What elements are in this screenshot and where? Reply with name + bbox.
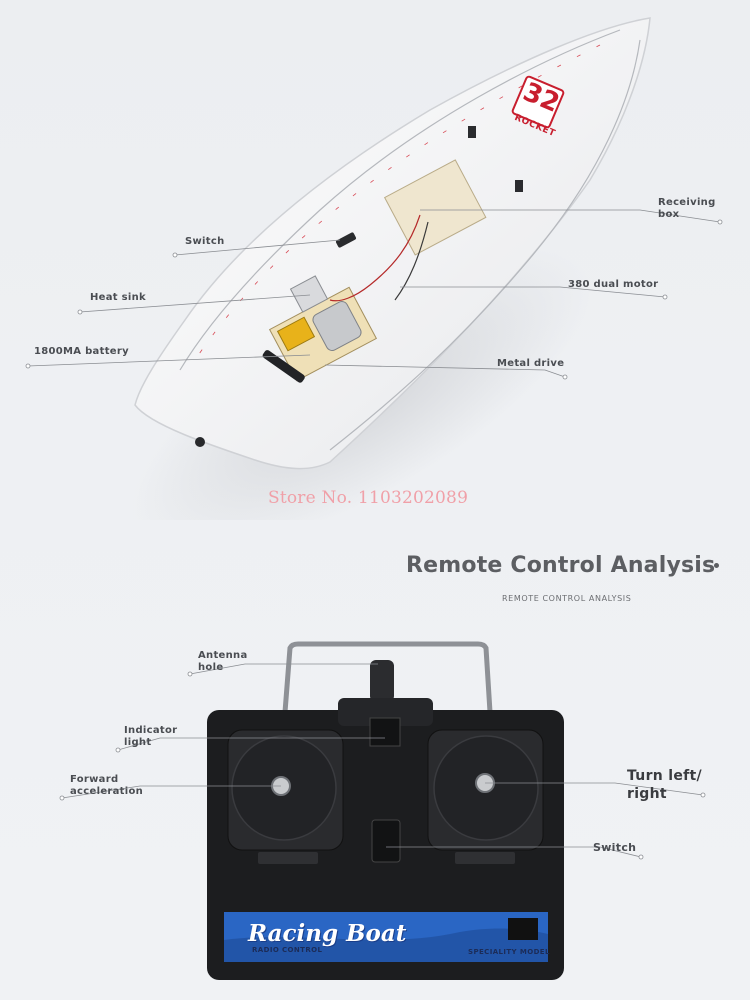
boat-cabin-hatch	[383, 159, 487, 256]
bow-fitting-2	[515, 180, 523, 192]
rudder-bar	[262, 350, 305, 383]
banner-title: Racing Boat	[248, 920, 407, 947]
remote-callout-lines	[59, 663, 706, 860]
callout-turn: Turn left/ right	[627, 768, 702, 802]
indicator-window	[369, 717, 401, 747]
switch-part	[335, 232, 357, 248]
boat-rail-left	[179, 29, 621, 371]
banner-subtitle-right: SPECIALITY MODEL	[468, 948, 550, 956]
remote-top-ridge	[338, 698, 433, 726]
heat-sink	[289, 275, 329, 313]
banner-wave	[224, 928, 548, 962]
boat-illustration	[129, 17, 651, 520]
callout-battery: 1800MA battery	[34, 346, 129, 357]
dual-motor	[312, 301, 362, 351]
section-title: Remote Control Analysis	[406, 553, 716, 578]
callout-antenna-hole: Antenna hole	[198, 650, 248, 673]
callout-forward-acceleration: Forward acceleration	[70, 774, 144, 797]
bow-fitting-1	[468, 126, 476, 138]
banner-subtitle-left: RADIO CONTROL	[252, 946, 323, 954]
drain-plug	[195, 437, 205, 447]
battery-pack	[276, 316, 316, 352]
callout-indicator-light: Indicator light	[124, 725, 178, 748]
callout-motor: 380 dual motor	[568, 279, 659, 290]
boat-callout-lines	[25, 209, 723, 380]
callout-switch-boat: Switch	[185, 236, 225, 247]
section-subtitle: REMOTE CONTROL ANALYSIS	[502, 594, 632, 603]
store-watermark: Store No. 1103202089	[268, 488, 469, 508]
callout-heat-sink: Heat sink	[90, 292, 147, 303]
remote-handle	[282, 641, 493, 713]
left-trim	[258, 852, 318, 864]
title-bullet	[714, 563, 719, 568]
remote-illustration	[207, 641, 564, 980]
callout-switch-remote: Switch	[593, 841, 637, 854]
boat-rail-right	[329, 39, 641, 451]
badge-frame	[511, 75, 565, 129]
center-switch	[371, 819, 401, 863]
antenna-base	[370, 660, 394, 702]
callout-receiving-box: Receiving box	[658, 197, 716, 220]
wire-bundle	[329, 214, 421, 302]
banner-plate	[508, 918, 538, 940]
wire-bundle-2	[394, 221, 429, 301]
right-trim	[455, 852, 515, 864]
callout-metal-drive: Metal drive	[497, 358, 565, 369]
